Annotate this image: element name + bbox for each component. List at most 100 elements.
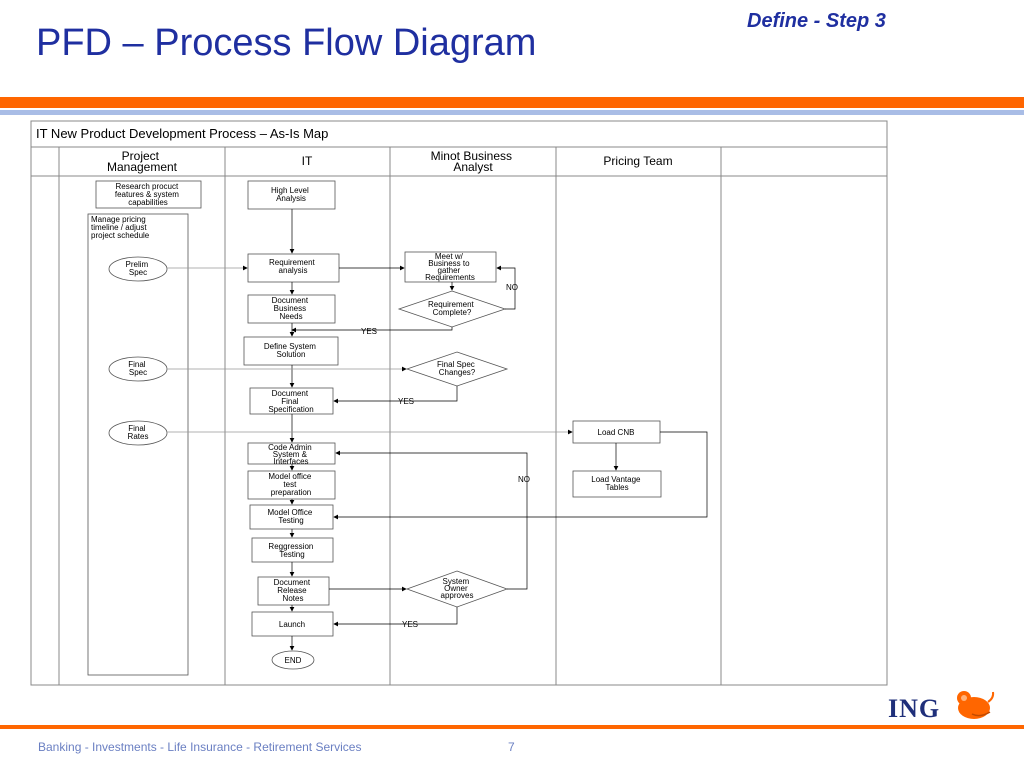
box-document-release-notes xyxy=(257,576,330,606)
footer-orange-bar xyxy=(0,725,1024,729)
decision-final-spec-changes-text: Final Spec Changes? xyxy=(437,360,477,377)
oval-line: END xyxy=(285,656,302,665)
logo-text: ING xyxy=(888,694,941,723)
label-yes-requirement: YES xyxy=(361,327,377,336)
box-line: project schedule xyxy=(91,231,150,240)
box-code-admin xyxy=(247,442,336,465)
box-regression-testing xyxy=(251,537,334,563)
box-line: Document xyxy=(272,296,309,305)
oval-line: Spec xyxy=(129,268,147,277)
lane-header-project-management: Project Management xyxy=(107,149,178,174)
box-requirement-analysis xyxy=(247,253,340,283)
decision-line: Changes? xyxy=(439,368,476,377)
decision-line: Final Spec xyxy=(437,360,475,369)
box-line: Testing xyxy=(279,550,304,559)
oval-line: Rates xyxy=(128,432,149,441)
lane-header-line: IT xyxy=(302,154,313,168)
box-line: Analysis xyxy=(276,194,306,203)
box-model-office-test-prep xyxy=(247,470,336,500)
oval-line: Final xyxy=(128,360,146,369)
lane-header-line: Analyst xyxy=(453,160,493,174)
box-line: Code Admin xyxy=(268,443,312,452)
box-line: Requirements xyxy=(425,273,475,282)
box-line: test xyxy=(283,480,297,489)
box-line: High Level xyxy=(271,186,309,195)
box-code-admin-text: Code Admin System & Interfaces xyxy=(268,443,314,466)
header-orange-bar xyxy=(0,97,1024,108)
lane-header-pricing-team: Pricing Team xyxy=(603,154,672,168)
box-line: Define System xyxy=(264,342,316,351)
box-model-office-testing-text: Model Office Testing xyxy=(268,508,315,525)
box-line: Load CNB xyxy=(598,428,635,437)
box-line: Solution xyxy=(277,350,306,359)
lane-header-line: Pricing Team xyxy=(603,154,672,168)
ing-logo: ING xyxy=(888,688,998,724)
box-model-office-test-prep-text: Model office test preparation xyxy=(268,472,313,497)
header-blue-bar xyxy=(0,110,1024,115)
page-title: PFD – Process Flow Diagram xyxy=(36,22,537,64)
box-line: Notes xyxy=(283,594,304,603)
box-line: analysis xyxy=(279,266,308,275)
lane-header-it: IT xyxy=(302,154,313,168)
box-line: Load Vantage xyxy=(591,475,641,484)
oval-final-spec-text: Final Spec xyxy=(128,360,148,377)
decision-requirement-complete-text: Requirement Complete? xyxy=(428,300,476,317)
box-meet-business-text: Meet w/ Business to gather Requirements xyxy=(425,252,475,282)
box-line: Research procuct xyxy=(116,182,179,191)
decision-line: Complete? xyxy=(433,308,472,317)
box-define-system-solution xyxy=(243,336,339,366)
box-high-level-analysis-text: High Level Analysis xyxy=(271,186,311,203)
box-line: System & xyxy=(273,450,308,459)
box-line: Document xyxy=(274,578,311,587)
box-regression-testing-text: Reggression Testing xyxy=(268,542,315,559)
box-line: Meet w/ xyxy=(435,252,464,261)
box-line: Interfaces xyxy=(273,457,308,466)
box-line: Needs xyxy=(279,312,302,321)
box-line: capabilities xyxy=(128,198,168,207)
box-line: Business to xyxy=(428,259,470,268)
box-line: Testing xyxy=(278,516,303,525)
connectors xyxy=(167,209,708,651)
box-launch-text: Launch xyxy=(279,620,305,629)
box-load-cnb-text: Load CNB xyxy=(598,428,635,437)
oval-final-rates-text: Final Rates xyxy=(128,424,149,441)
lion-icon xyxy=(957,691,995,719)
box-line: Final xyxy=(281,397,299,406)
box-line: Specification xyxy=(268,405,313,414)
oval-end-text: END xyxy=(285,656,302,665)
lane-header-minot-business-analyst: Minot Business Analyst xyxy=(431,149,516,174)
decision-line: Requirement xyxy=(428,300,475,309)
box-load-vantage-tables xyxy=(572,470,662,498)
page-number: 7 xyxy=(508,740,515,754)
box-research-text: Research procuct features & system capab… xyxy=(115,182,181,207)
box-launch xyxy=(251,611,334,637)
label-yes-spec-changes: YES xyxy=(398,397,414,406)
box-line: Launch xyxy=(279,620,305,629)
box-document-business-needs xyxy=(247,294,336,324)
label-no-owner: NO xyxy=(518,475,530,484)
oval-end xyxy=(271,650,315,670)
box-document-final-specification-text: Document Final Specification xyxy=(268,389,313,414)
box-line: gather xyxy=(438,266,461,275)
box-document-final-specification xyxy=(249,387,334,415)
box-model-office-testing xyxy=(249,504,334,530)
box-line: Business xyxy=(274,304,306,313)
oval-final-rates xyxy=(108,420,168,446)
oval-line: Prelim xyxy=(126,260,149,269)
lane-header-line: Management xyxy=(107,160,178,174)
box-requirement-analysis-text: Requirement analysis xyxy=(269,258,317,275)
label-no-requirement: NO xyxy=(506,283,518,292)
box-line: Release xyxy=(277,586,307,595)
box-line: features & system xyxy=(115,190,179,199)
box-define-system-solution-text: Define System Solution xyxy=(264,342,318,359)
box-manage-pricing-text: Manage pricing timeline / adjust project… xyxy=(91,215,150,240)
box-line: Requirement xyxy=(269,258,316,267)
box-document-business-needs-text: Document Business Needs xyxy=(272,296,311,321)
box-line: timeline / adjust xyxy=(91,223,147,232)
box-document-release-notes-text: Document Release Notes xyxy=(274,578,313,603)
lane-header-line: Project xyxy=(122,149,160,163)
decision-system-owner-approves-text: System Owner approves xyxy=(441,577,474,600)
box-meet-business xyxy=(404,251,497,283)
box-research xyxy=(95,180,202,209)
